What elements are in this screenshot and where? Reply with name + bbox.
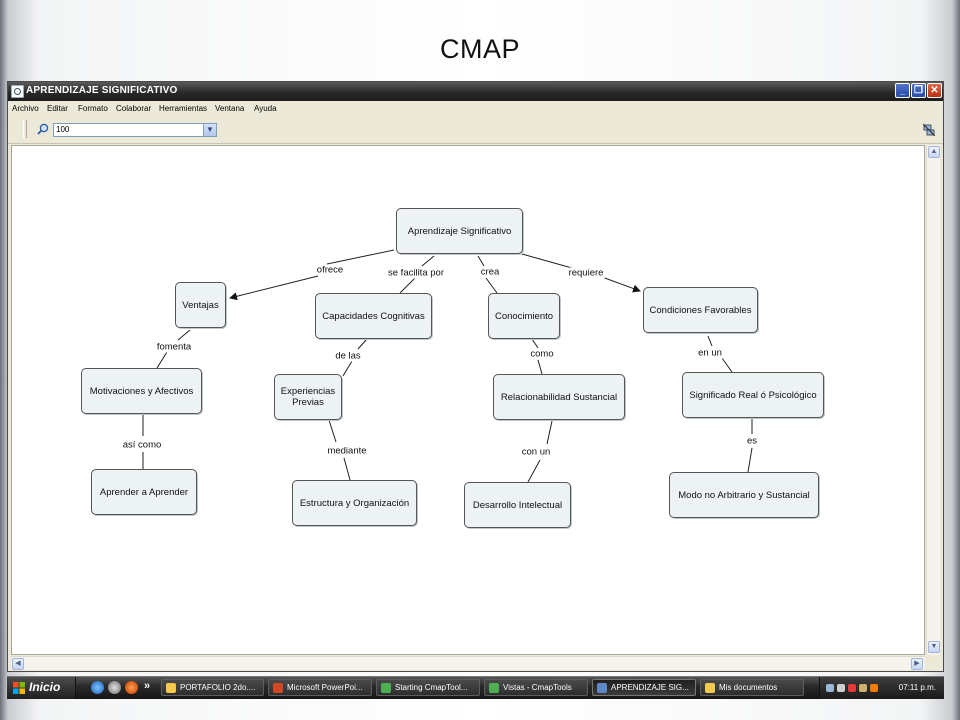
scroll-left-button[interactable]: ◀ xyxy=(12,658,24,670)
taskbar: Inicio » PORTAFOLIO 2do.... Microsoft Po… xyxy=(7,676,944,699)
toolbar-grip[interactable] xyxy=(23,120,27,138)
link-label-de-las[interactable]: de las xyxy=(334,350,362,362)
system-tray: 07:11 p.m. xyxy=(819,677,944,699)
node-conocimiento[interactable]: Conocimiento xyxy=(488,293,560,339)
window-titlebar[interactable]: APRENDIZAJE SIGNIFICATIVO _ ❐ ✕ xyxy=(8,82,943,101)
media-player-icon[interactable] xyxy=(125,681,138,694)
node-condiciones-favorables[interactable]: Condiciones Favorables xyxy=(643,287,758,333)
volume-icon[interactable] xyxy=(859,684,867,692)
menu-herramientas[interactable]: Herramientas xyxy=(159,104,208,113)
cmaptools-icon xyxy=(489,683,499,693)
menu-ayuda[interactable]: Ayuda xyxy=(254,104,277,113)
zoom-icon[interactable] xyxy=(37,123,49,135)
scroll-up-button[interactable]: ▲ xyxy=(928,146,940,158)
task-mis-documentos[interactable]: Mis documentos xyxy=(700,679,804,696)
close-button[interactable]: ✕ xyxy=(927,83,942,98)
node-modo-no-arbitrario[interactable]: Modo no Arbitrario y Sustancial xyxy=(669,472,819,518)
vertical-scrollbar[interactable]: ▲ ▼ xyxy=(926,145,940,655)
menu-bar: Archivo Editar Formato Colaborar Herrami… xyxy=(8,101,943,116)
horizontal-scrollbar[interactable]: ◀ ▶ xyxy=(11,656,925,670)
menu-archivo[interactable]: Archivo xyxy=(12,104,39,113)
task-vistas-cmaptools[interactable]: Vistas - CmapTools xyxy=(484,679,588,696)
powerpoint-icon xyxy=(273,683,283,693)
cmap-window: APRENDIZAJE SIGNIFICATIVO _ ❐ ✕ Archivo … xyxy=(7,81,944,672)
node-relacionabilidad-sustancial[interactable]: Relacionabilidad Sustancial xyxy=(493,374,625,420)
start-label: Inicio xyxy=(29,680,61,694)
task-aprendizaje-significativo[interactable]: APRENDIZAJE SIG... xyxy=(592,679,696,696)
security-alert-icon[interactable] xyxy=(870,684,878,692)
network-status-icon[interactable] xyxy=(923,124,935,136)
folder-icon xyxy=(705,683,715,693)
internet-explorer-icon[interactable] xyxy=(91,681,104,694)
node-ventajas[interactable]: Ventajas xyxy=(175,282,226,328)
scroll-right-button[interactable]: ▶ xyxy=(911,658,923,670)
link-label-fomenta[interactable]: fomenta xyxy=(155,341,193,353)
node-aprender-a-aprender[interactable]: Aprender a Aprender xyxy=(91,469,197,515)
network-icon[interactable] xyxy=(826,684,834,692)
windows-flag-icon xyxy=(13,682,25,694)
quicklaunch-overflow-icon[interactable]: » xyxy=(144,680,151,692)
task-starting-cmaptools[interactable]: Starting CmapTool... xyxy=(376,679,480,696)
slide-title: CMAP xyxy=(439,34,520,64)
menu-formato[interactable]: Formato xyxy=(78,104,108,113)
menu-ventana[interactable]: Ventana xyxy=(215,104,245,113)
cmaptools-icon xyxy=(381,683,391,693)
concept-map-canvas[interactable]: Aprendizaje Significativo Ventajas Capac… xyxy=(11,145,925,655)
folder-icon xyxy=(166,683,176,693)
link-label-es[interactable]: es xyxy=(745,435,759,447)
toolbar: 100 ▼ xyxy=(8,116,943,144)
link-label-con-un[interactable]: con un xyxy=(520,446,552,458)
link-label-como[interactable]: como xyxy=(529,348,555,360)
cmap-document-icon xyxy=(597,683,607,693)
link-label-se-facilita-por[interactable]: se facilita por xyxy=(387,267,445,279)
node-experiencias-previas[interactable]: Experiencias Previas xyxy=(274,374,342,420)
zoom-select[interactable]: 100 ▼ xyxy=(53,123,217,137)
display-icon[interactable] xyxy=(837,684,845,692)
minimize-button[interactable]: _ xyxy=(895,83,910,98)
link-label-ofrece[interactable]: ofrece xyxy=(315,264,345,276)
clock[interactable]: 07:11 p.m. xyxy=(898,683,936,692)
scrollbar-corner xyxy=(926,656,940,670)
link-label-requiere[interactable]: requiere xyxy=(567,267,605,279)
node-estructura-organizacion[interactable]: Estructura y Organización xyxy=(292,480,417,526)
link-label-mediante[interactable]: mediante xyxy=(326,445,368,457)
link-label-asi-como[interactable]: así como xyxy=(121,439,163,451)
start-button[interactable]: Inicio xyxy=(7,677,76,699)
zoom-value: 100 xyxy=(56,125,70,134)
link-label-crea[interactable]: crea xyxy=(479,266,501,278)
menu-colaborar[interactable]: Colaborar xyxy=(116,104,152,113)
node-capacidades-cognitivas[interactable]: Capacidades Cognitivas xyxy=(315,293,432,339)
task-portafolio[interactable]: PORTAFOLIO 2do.... xyxy=(161,679,264,696)
menu-editar[interactable]: Editar xyxy=(47,104,68,113)
node-significado-real[interactable]: Significado Real ó Psicológico xyxy=(682,372,824,418)
cmap-app-icon xyxy=(11,85,24,98)
node-motivaciones-afectivos[interactable]: Motivaciones y Afectivos xyxy=(81,368,202,414)
chevron-down-icon[interactable]: ▼ xyxy=(203,124,216,136)
task-powerpoint[interactable]: Microsoft PowerPoi... xyxy=(268,679,372,696)
node-aprendizaje-significativo[interactable]: Aprendizaje Significativo xyxy=(396,208,523,254)
antivirus-icon[interactable] xyxy=(848,684,856,692)
node-desarrollo-intelectual[interactable]: Desarrollo Intelectual xyxy=(464,482,571,528)
window-title: APRENDIZAJE SIGNIFICATIVO xyxy=(26,85,178,96)
scroll-down-button[interactable]: ▼ xyxy=(928,641,940,653)
desktop-icon[interactable] xyxy=(108,681,121,694)
concept-map-links xyxy=(142,249,753,483)
restore-button[interactable]: ❐ xyxy=(911,83,926,98)
link-label-en-un[interactable]: en un xyxy=(697,347,723,359)
